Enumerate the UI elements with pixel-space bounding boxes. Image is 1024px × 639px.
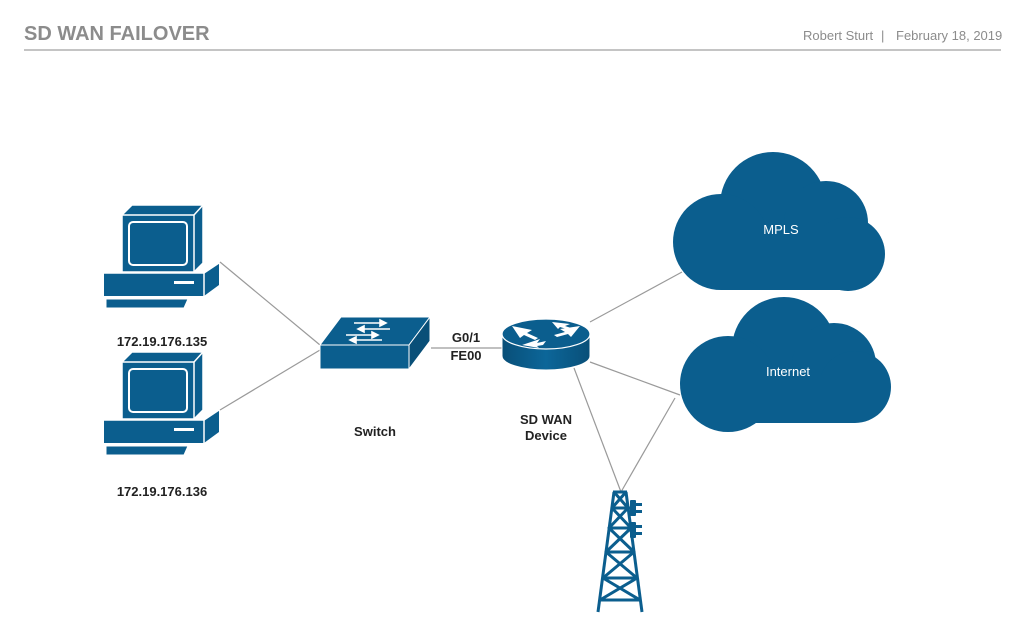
pc2-ip-label: 172.19.176.136 [117,484,207,499]
cloud-icon [680,297,891,432]
port-label-fe00: FE00 [450,348,481,363]
desktop-computer-icon [104,351,220,456]
author-name: Robert Sturt [803,28,873,43]
sdwan-label-line1: SD WAN [520,412,572,427]
link-sdwan-tower [573,367,622,493]
cloud-icon [673,152,885,291]
cell-tower-icon [596,490,644,613]
pc1-ip-label: 172.19.176.135 [117,334,207,349]
mpls-label: MPLS [763,222,799,237]
internet-label: Internet [766,364,810,379]
link-pc1-switch [219,261,321,346]
link-tower-internet [620,397,676,493]
port-label-g01: G0/1 [452,330,480,345]
antenna-icon [630,500,642,538]
desktop-computer-icon [104,204,220,309]
network-switch-icon [319,315,431,371]
switch-label: Switch [354,424,396,439]
connections [219,261,683,493]
page-title: SD WAN FAILOVER [24,23,210,45]
link-pc2-switch [219,349,321,411]
sdwan-label-line2: Device [525,428,567,443]
header-separator: | [881,28,884,43]
link-sdwan-internet [589,361,681,396]
router-icon [501,318,591,371]
link-sdwan-mpls [589,271,683,323]
header-date: February 18, 2019 [896,28,1002,43]
